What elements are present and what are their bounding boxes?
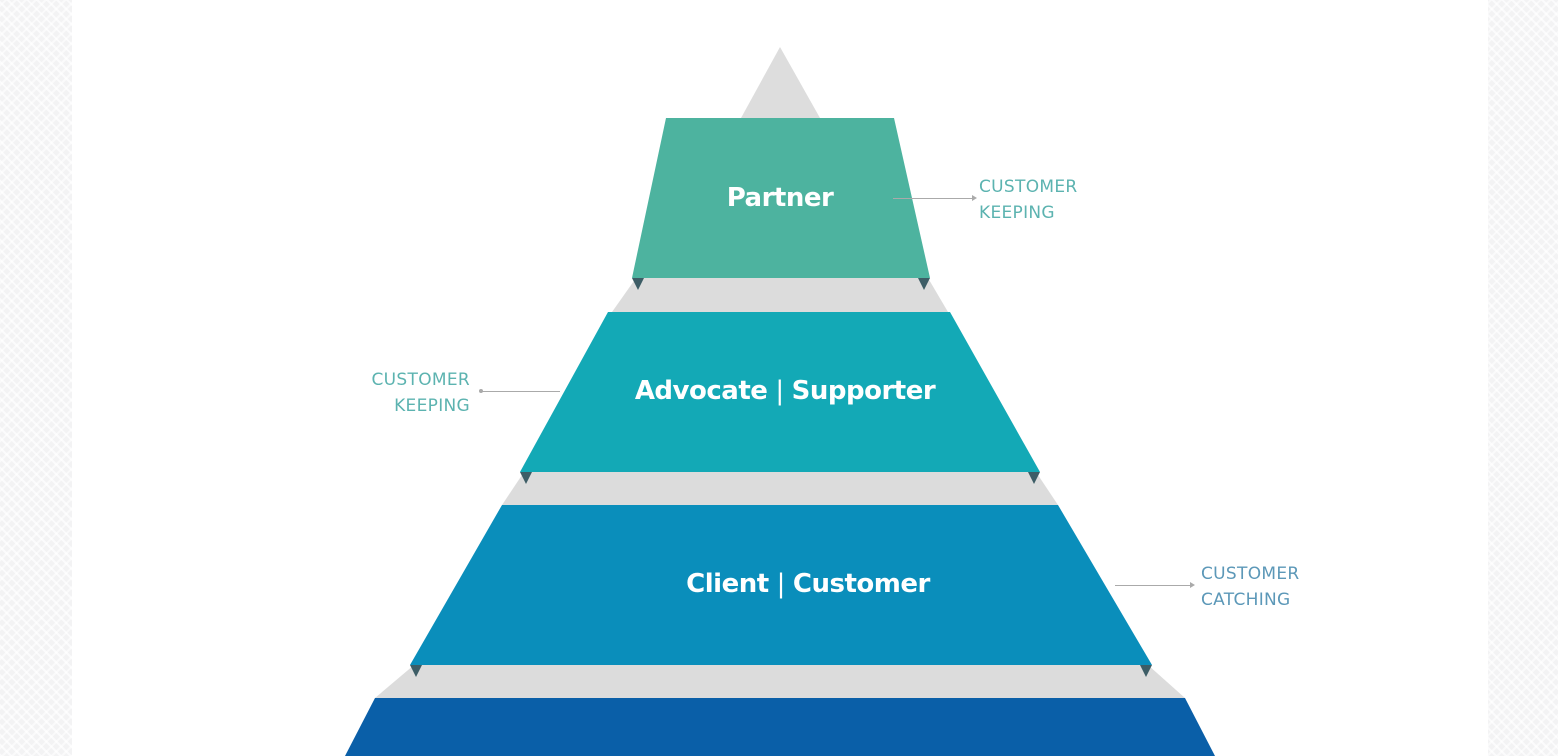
annotation-line1: CUSTOMER xyxy=(371,370,470,390)
tier-edge-fold xyxy=(410,665,422,677)
pyramid-tier-client xyxy=(410,505,1152,665)
tier-edge-fold xyxy=(632,278,644,290)
annotation-line2: KEEPING xyxy=(979,203,1055,223)
tier-label-text: Customer xyxy=(792,569,930,599)
tier-label-separator: | xyxy=(775,376,784,406)
tier-label-text: Partner xyxy=(726,183,834,213)
tier-edge-fold xyxy=(520,472,532,484)
annotation-customer-keeping-top: CUSTOMER KEEPING xyxy=(979,174,1078,226)
tier-edge-fold xyxy=(918,278,930,290)
tier-label-text: Client xyxy=(686,569,769,599)
pyramid-tier-advocate xyxy=(520,312,1040,472)
tier-label-partner: Partner xyxy=(727,183,834,213)
arrow-left-icon xyxy=(479,389,483,393)
annotation-connector xyxy=(893,195,977,201)
pyramid-gap-band xyxy=(375,665,1185,698)
annotation-line2: KEEPING xyxy=(394,396,470,416)
tier-edge-fold xyxy=(1140,665,1152,677)
pyramid-gap-band xyxy=(612,278,948,312)
arrow-right-icon xyxy=(972,195,977,201)
pyramid-tier-partner xyxy=(632,118,930,278)
arrow-right-icon xyxy=(1190,582,1195,588)
annotation-line1: CUSTOMER xyxy=(1201,564,1300,584)
tier-label-separator: | xyxy=(776,569,786,599)
annotation-customer-catching: CUSTOMER CATCHING xyxy=(1201,561,1300,613)
tier-label-client-customer: Client|Customer xyxy=(686,569,930,599)
pyramid-gap-band xyxy=(502,472,1058,505)
tier-label-advocate-supporter: Advocate|Supporter xyxy=(634,376,936,406)
tier-edge-fold xyxy=(1028,472,1040,484)
tier-label-text: Supporter xyxy=(791,376,936,406)
tier-label-text: Advocate xyxy=(634,376,768,406)
annotation-line1: CUSTOMER xyxy=(979,177,1078,197)
annotation-connector xyxy=(1115,582,1195,588)
annotation-line2: CATCHING xyxy=(1201,590,1291,610)
annotation-connector xyxy=(479,389,560,393)
pyramid-tier-base xyxy=(345,698,1215,756)
annotation-customer-keeping-left: CUSTOMER KEEPING xyxy=(345,367,470,419)
pyramid-apex xyxy=(741,47,820,118)
